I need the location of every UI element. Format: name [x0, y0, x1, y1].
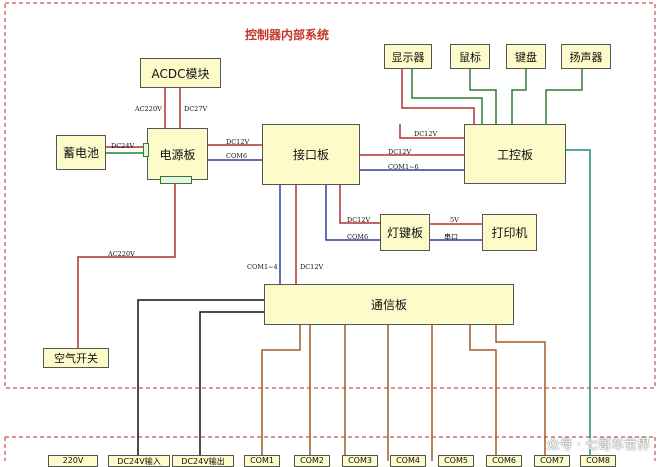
wire-interface-lamp-com6 [325, 185, 380, 241]
label-ac220v-acdc: AC220V [135, 105, 162, 113]
wire-interface-ipc-top [399, 124, 464, 139]
power-bottom-connector [160, 176, 192, 184]
printer-box: 打印机 [482, 214, 537, 251]
wire-ipc-down [566, 149, 591, 461]
bottom-terminal-com4: COM4 [390, 455, 426, 467]
mouse-box: 鼠标 [450, 44, 490, 69]
label-com6-lamp: COM6 [347, 233, 369, 241]
bottom-terminal-com3: COM3 [342, 455, 378, 467]
label-com6-power: COM6 [226, 152, 248, 160]
bottom-terminal-220v: 220V [48, 455, 98, 467]
wire-speaker-ipc [545, 69, 583, 124]
interface-board: 接口板 [262, 124, 360, 185]
bottom-terminal-com7: COM7 [534, 455, 570, 467]
label-com1-6: COM1~6 [388, 163, 419, 171]
label-dc27v: DC27V [184, 105, 208, 113]
display-box: 显示器 [384, 44, 432, 69]
bottom-terminal-com5: COM5 [438, 455, 474, 467]
label-dc12v-power: DC12V [226, 138, 250, 146]
wire-power-airswitch [77, 180, 176, 348]
watermark: 众号 · 七哥车世界 [546, 438, 650, 453]
wire-comm-black-2 [199, 311, 264, 461]
power-battery-connector [143, 143, 149, 157]
diagram-title: 控制器内部系统 [245, 28, 330, 42]
wire-display-ipc [411, 69, 483, 124]
battery: 蓄电池 [56, 135, 106, 170]
bottom-terminal-dc24-out: DC24V输出 [172, 455, 234, 467]
label-serial: 串口 [444, 233, 458, 241]
label-dc12v-comm: DC12V [300, 263, 324, 271]
keyboard-box: 键盘 [506, 44, 546, 69]
label-dc12v-lamp: DC12V [347, 216, 371, 224]
wire-mouse-ipc [469, 69, 497, 124]
label-com1-4: COM1~4 [247, 263, 278, 271]
wire-keyboard-ipc [511, 69, 527, 124]
system-boundary [4, 2, 656, 389]
wire-interface-lamp-dc12 [339, 185, 380, 224]
bottom-terminal-dc24-in: DC24V输入 [108, 455, 170, 467]
acdc-module: ACDC模块 [140, 58, 221, 88]
bottom-terminal-com1: COM1 [244, 455, 280, 467]
bottom-terminal-com6: COM6 [486, 455, 522, 467]
lamp-key-board: 灯键板 [380, 214, 430, 251]
label-dc12v-ipc: DC12V [388, 148, 412, 156]
comm-board: 通信板 [264, 284, 514, 325]
label-dc24v: DC24V [111, 142, 135, 150]
label-ac220v-switch: AC220V [108, 250, 135, 258]
label-dc12v-ipc-top: DC12V [414, 130, 438, 138]
air-switch: 空气开关 [43, 348, 109, 368]
power-board: 电源板 [147, 128, 208, 180]
speaker-box: 扬声器 [561, 44, 611, 69]
bottom-terminal-com2: COM2 [294, 455, 330, 467]
bottom-terminal-com8: COM8 [580, 455, 616, 467]
ipc-board: 工控板 [464, 124, 566, 184]
comm-output-wires [261, 325, 546, 461]
wire-display-power [401, 69, 475, 124]
wire-comm-black-1 [137, 299, 264, 461]
label-5v: 5V [450, 216, 459, 224]
